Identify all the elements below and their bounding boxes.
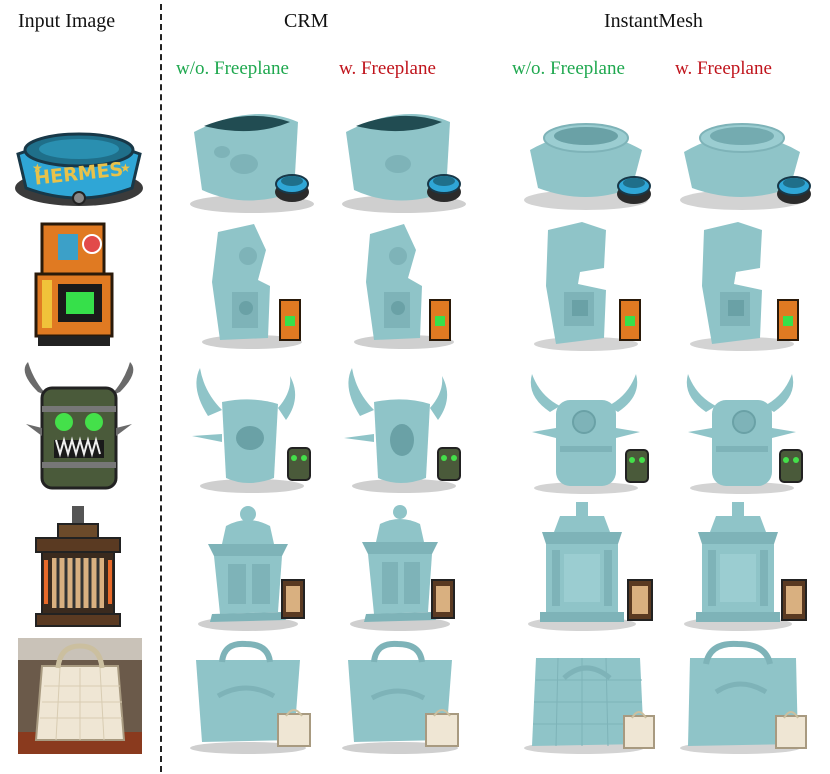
crm-without-horned-barrel <box>182 362 324 494</box>
instantmesh-without-arcade-machine <box>520 220 662 352</box>
crm-with-arcade-machine <box>334 220 476 352</box>
instantmesh-with-freeplane-label: w. Freeplane <box>675 58 772 79</box>
crm-without-lantern-cage <box>182 500 324 632</box>
input-image-header: Input Image <box>18 10 116 32</box>
instantmesh-with-pet-bowl <box>676 92 818 224</box>
instantmesh-without-pet-bowl <box>520 92 662 224</box>
crm-with-handbag <box>334 636 476 756</box>
instantmesh-without-freeplane-label: w/o. Freeplane <box>512 58 625 79</box>
crm-header: CRM <box>284 10 329 32</box>
input-image-horned-barrel <box>8 362 150 494</box>
input-image-lantern-cage <box>8 500 150 632</box>
dashed-divider <box>160 4 162 772</box>
input-image-arcade-machine <box>8 220 150 352</box>
svg-text:★: ★ <box>32 161 43 175</box>
instantmesh-with-arcade-machine <box>676 220 818 352</box>
instantmesh-without-horned-barrel <box>520 362 662 494</box>
instantmesh-with-handbag <box>676 636 818 756</box>
svg-text:★: ★ <box>120 161 131 175</box>
crm-with-horned-barrel <box>334 362 476 494</box>
crm-with-pet-bowl <box>334 92 476 224</box>
crm-without-handbag <box>182 636 324 756</box>
input-image-pet-bowl: HERMES ★ ★ <box>8 92 150 224</box>
crm-with-freeplane-label: w. Freeplane <box>339 58 436 79</box>
instantmesh-header: InstantMesh <box>604 10 703 32</box>
crm-without-arcade-machine <box>182 220 324 352</box>
instantmesh-with-lantern-cage <box>676 500 818 632</box>
instantmesh-with-horned-barrel <box>676 362 818 494</box>
crm-without-pet-bowl <box>182 92 324 224</box>
instantmesh-without-handbag <box>520 636 662 756</box>
instantmesh-without-lantern-cage <box>520 500 662 632</box>
crm-without-freeplane-label: w/o. Freeplane <box>176 58 289 79</box>
crm-with-lantern-cage <box>334 500 476 632</box>
input-image-handbag <box>8 636 150 756</box>
